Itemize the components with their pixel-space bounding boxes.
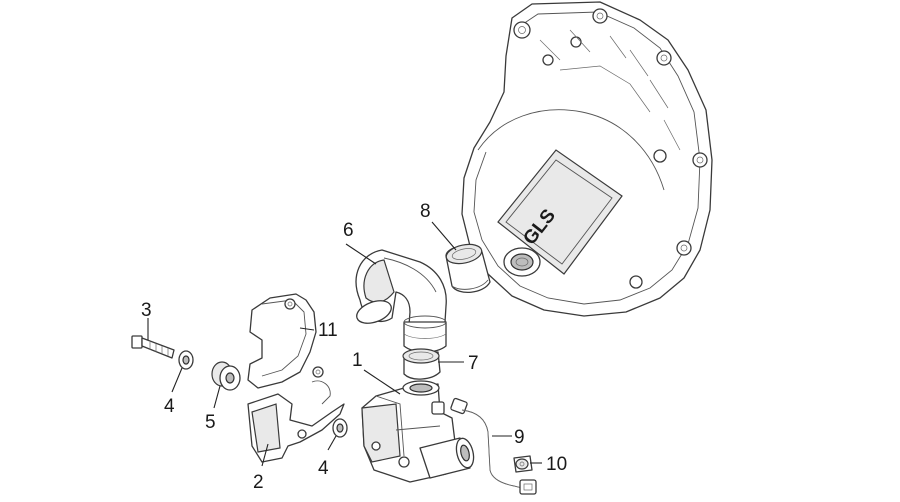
callout-9: 9: [514, 427, 525, 448]
leader-lines: [147, 221, 542, 467]
callout-10: 10: [546, 454, 567, 475]
hose-clamp-part-8: [445, 243, 491, 293]
wiring-harness-part-9: [450, 397, 537, 495]
hose-clamp-part-7: [402, 348, 441, 380]
mounting-bracket-part-2: [247, 380, 345, 463]
water-pump-part-1: [361, 380, 475, 483]
grommet-part-5: [211, 361, 241, 391]
callout-7: 7: [468, 353, 479, 374]
cable-clip-part-10: [513, 455, 533, 473]
callout-labels: 3 4 5 2 4 1 6 7 8 9 10 11: [141, 201, 567, 493]
callout-5: 5: [205, 412, 216, 433]
engine-side-cover: GLS: [461, 1, 713, 317]
callout-2: 2: [253, 472, 264, 493]
callout-4-left: 4: [164, 396, 175, 417]
callout-3: 3: [141, 300, 152, 321]
callout-4-lower: 4: [318, 458, 329, 479]
bolt-part-3: [131, 335, 175, 359]
callout-8: 8: [420, 201, 431, 222]
washer-part-4-lower: [332, 418, 348, 438]
washer-part-4-left: [178, 350, 194, 370]
heat-shield-part-11: [247, 293, 324, 389]
callout-6: 6: [343, 220, 354, 241]
callout-1: 1: [352, 350, 363, 371]
callout-11: 11: [318, 320, 338, 341]
coolant-hose-part-6: [355, 249, 447, 353]
